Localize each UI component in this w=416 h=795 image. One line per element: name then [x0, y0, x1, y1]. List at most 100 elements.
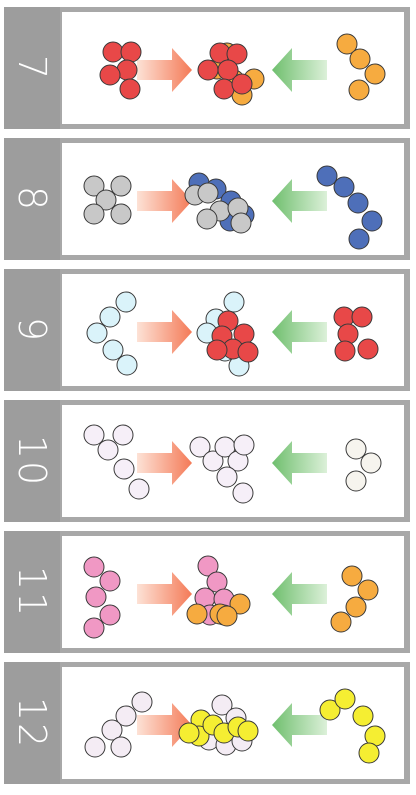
number-strip [4, 7, 60, 129]
right-bead [345, 470, 367, 492]
left-bead [83, 424, 105, 446]
merged-bead [226, 43, 248, 65]
bead-diagram [86, 291, 379, 377]
right-bead [319, 699, 341, 721]
right-bead [357, 338, 379, 360]
panel-board [62, 536, 404, 648]
merged-bead [196, 208, 218, 230]
panel-number: 8 [10, 185, 54, 213]
bead-diagram [83, 165, 383, 250]
merged-bead [211, 694, 233, 716]
left-bead [83, 617, 105, 639]
merged-bead [197, 182, 219, 204]
left-bead [83, 175, 105, 197]
merged-bead [237, 341, 259, 363]
left-bead [101, 719, 123, 741]
right-bead [330, 611, 352, 633]
merged-bead [237, 720, 259, 742]
panel-8: 8 [4, 138, 410, 260]
right-bead [349, 48, 371, 70]
panel-10: 10 [4, 400, 410, 522]
merged-bead [233, 434, 255, 456]
right-bead [360, 452, 382, 474]
merged-bead [216, 466, 238, 488]
merged-bead [231, 73, 253, 95]
left-bead [85, 586, 107, 608]
left-bead [102, 41, 124, 63]
right-bead [341, 565, 363, 587]
left-arrow-icon [272, 703, 327, 747]
left-bead [99, 306, 121, 328]
right-bead [364, 63, 386, 85]
left-bead [97, 439, 119, 461]
left-bead [120, 41, 142, 63]
left-bead [116, 354, 138, 376]
panel-number: 12 [9, 696, 54, 750]
merged-bead [197, 59, 219, 81]
left-bead [115, 291, 137, 313]
right-bead [357, 579, 379, 601]
panel-12: 12 [4, 662, 410, 784]
right-bead [351, 306, 373, 328]
right-bead [333, 176, 355, 198]
left-bead [86, 322, 108, 344]
panel-number: 10 [9, 434, 54, 488]
right-arrow-icon [137, 703, 192, 747]
right-bead [336, 33, 358, 55]
left-arrow-icon [272, 441, 327, 485]
merged-bead [232, 482, 254, 504]
right-bead [361, 210, 383, 232]
bead-diagram [84, 688, 386, 764]
left-arrow-icon [272, 179, 327, 223]
panel-number: 9 [10, 316, 54, 344]
panel-number: 11 [9, 565, 54, 619]
panel-board [62, 143, 404, 255]
panel-7: 7 [4, 7, 410, 129]
right-arrow-icon [137, 572, 192, 616]
merged-bead [229, 593, 251, 615]
merged-bead [223, 291, 245, 313]
right-arrow-icon [137, 48, 192, 92]
left-arrow-icon [272, 310, 327, 354]
right-bead [358, 742, 380, 764]
bead-diagram [83, 424, 382, 504]
right-bead [334, 340, 356, 362]
merged-bead [213, 78, 235, 100]
panel-board [62, 274, 404, 386]
merged-bead [186, 603, 208, 625]
left-bead [95, 189, 117, 211]
left-bead [131, 691, 153, 713]
right-bead [334, 688, 356, 710]
right-bead [316, 165, 338, 187]
left-bead [112, 424, 134, 446]
panel-board [62, 405, 404, 517]
number-strip [4, 269, 60, 391]
right-arrow-icon [137, 310, 192, 354]
panel-board [62, 667, 404, 779]
bead-diagram [99, 33, 386, 106]
merged-bead [216, 605, 238, 627]
left-arrow-icon [272, 572, 327, 616]
left-bead [110, 736, 132, 758]
number-strip [4, 400, 60, 522]
left-bead [99, 604, 121, 626]
left-bead [119, 78, 141, 100]
panel-9: 9 [4, 269, 410, 391]
left-bead [110, 203, 132, 225]
number-strip [4, 662, 60, 784]
merged-bead [189, 436, 211, 458]
left-bead [102, 339, 124, 361]
left-bead [115, 705, 137, 727]
panel-11: 11 [4, 531, 410, 653]
merged-bead [206, 339, 228, 361]
right-bead [352, 705, 374, 727]
left-bead [128, 478, 150, 500]
bead-diagram [83, 555, 379, 639]
merged-bead [202, 450, 224, 472]
left-bead [84, 736, 106, 758]
right-bead [345, 438, 367, 460]
right-bead [347, 192, 369, 214]
left-bead [83, 556, 105, 578]
left-bead [83, 203, 105, 225]
